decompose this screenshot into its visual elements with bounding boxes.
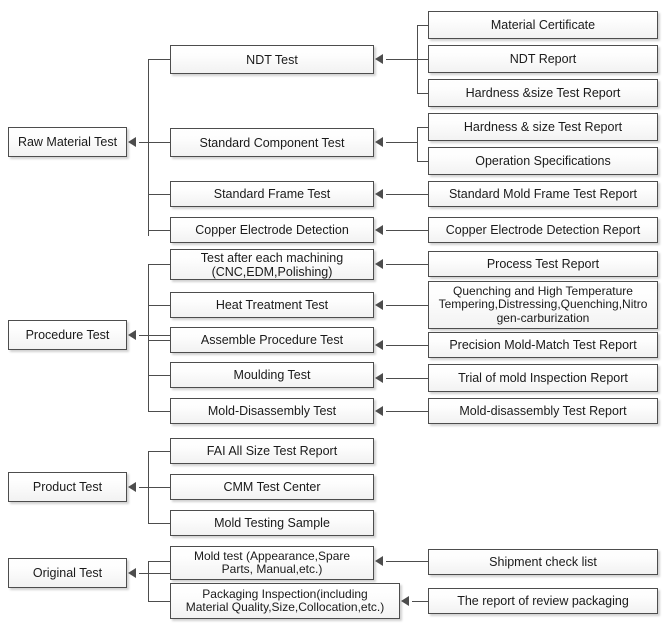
connector-product-branch-2 bbox=[148, 487, 170, 488]
node-mold-testing-sample[interactable]: Mold Testing Sample bbox=[170, 510, 374, 536]
node-trial-of-mold-inspection-report[interactable]: Trial of mold Inspection Report bbox=[428, 364, 658, 392]
node-standard-frame-test[interactable]: Standard Frame Test bbox=[170, 181, 374, 207]
arrowhead-ndt-test bbox=[375, 54, 383, 64]
arrowhead-heat-treatment-test bbox=[375, 300, 383, 310]
node-cmm-test-center[interactable]: CMM Test Center bbox=[170, 474, 374, 500]
connector-product-branch-1 bbox=[148, 451, 170, 452]
node-original-test[interactable]: Original Test bbox=[8, 558, 127, 588]
connector-procedure-stem bbox=[139, 335, 170, 336]
node-mold-test-appearance[interactable]: Mold test (Appearance,Spare Parts, Manua… bbox=[170, 546, 374, 580]
node-precision-mold-match-test-report[interactable]: Precision Mold-Match Test Report bbox=[428, 332, 658, 358]
node-operation-specifications[interactable]: Operation Specifications bbox=[428, 147, 658, 175]
node-process-test-report[interactable]: Process Test Report bbox=[428, 251, 658, 277]
arrowhead-standard-frame-test bbox=[375, 189, 383, 199]
node-material-certificate[interactable]: Material Certificate bbox=[428, 11, 658, 39]
connector-raw-branch-4 bbox=[148, 230, 170, 231]
arrowhead-product-test bbox=[128, 482, 136, 492]
connector-assemble-link bbox=[386, 345, 428, 346]
node-quenching-report[interactable]: Quenching and High Temperature Tempering… bbox=[428, 281, 658, 329]
connector-heat-link bbox=[386, 305, 428, 306]
arrowhead-assemble-procedure-test bbox=[375, 340, 383, 350]
connector-original-spine bbox=[148, 561, 149, 601]
node-procedure-test[interactable]: Procedure Test bbox=[8, 320, 127, 350]
connector-component-stem bbox=[386, 142, 418, 143]
node-heat-treatment-test[interactable]: Heat Treatment Test bbox=[170, 292, 374, 318]
node-ndt-report[interactable]: NDT Report bbox=[428, 45, 658, 73]
connector-shipment-link bbox=[386, 561, 428, 562]
arrowhead-original-test bbox=[128, 568, 136, 578]
node-ndt-test[interactable]: NDT Test bbox=[170, 45, 374, 74]
connector-raw-branch-1 bbox=[148, 59, 170, 60]
arrowhead-procedure-test bbox=[128, 330, 136, 340]
node-copper-electrode-detection[interactable]: Copper Electrode Detection bbox=[170, 217, 374, 243]
connector-procedure-branch-5 bbox=[148, 411, 170, 412]
connector-procedure-branch-3 bbox=[148, 340, 170, 341]
node-mold-disassembly-test[interactable]: Mold-Disassembly Test bbox=[170, 398, 374, 424]
node-raw-material-test[interactable]: Raw Material Test bbox=[8, 127, 127, 157]
connector-component-spine bbox=[417, 127, 418, 161]
connector-packaging-link bbox=[412, 601, 428, 602]
node-standard-mold-frame-test-report[interactable]: Standard Mold Frame Test Report bbox=[428, 181, 658, 207]
connector-ndt-stem bbox=[386, 59, 418, 60]
connector-ndt-branch-3 bbox=[417, 93, 428, 94]
node-copper-electrode-detection-report[interactable]: Copper Electrode Detection Report bbox=[428, 217, 658, 243]
connector-copper-link bbox=[386, 230, 428, 231]
connector-procedure-spine bbox=[148, 264, 149, 411]
node-standard-component-test[interactable]: Standard Component Test bbox=[170, 128, 374, 157]
connector-raw-branch-3 bbox=[148, 194, 170, 195]
node-mold-disassembly-test-report[interactable]: Mold-disassembly Test Report bbox=[428, 398, 658, 424]
node-assemble-procedure-test[interactable]: Assemble Procedure Test bbox=[170, 327, 374, 353]
connector-procedure-branch-4 bbox=[148, 375, 170, 376]
node-test-after-each-machining[interactable]: Test after each machining (CNC,EDM,Polis… bbox=[170, 249, 374, 280]
arrowhead-standard-component-test bbox=[375, 137, 383, 147]
arrowhead-raw-material-test bbox=[128, 137, 136, 147]
node-hardness-size-test-report-1[interactable]: Hardness &size Test Report bbox=[428, 79, 658, 107]
connector-ndt-branch-1 bbox=[417, 25, 428, 26]
arrowhead-moulding-test bbox=[375, 373, 383, 383]
arrowhead-packaging-inspection bbox=[401, 596, 409, 606]
connector-frame-link bbox=[386, 194, 428, 195]
connector-original-stem bbox=[139, 573, 170, 574]
connector-disassembly-link bbox=[386, 411, 428, 412]
connector-ndt-branch-2 bbox=[417, 59, 428, 60]
connector-component-branch-2 bbox=[417, 161, 428, 162]
node-product-test[interactable]: Product Test bbox=[8, 472, 127, 502]
node-report-of-review-packaging[interactable]: The report of review packaging bbox=[428, 588, 658, 614]
connector-product-branch-3 bbox=[148, 523, 170, 524]
arrowhead-test-after-each-machining bbox=[375, 259, 383, 269]
node-shipment-check-list[interactable]: Shipment check list bbox=[428, 549, 658, 575]
connector-moulding-link bbox=[386, 378, 428, 379]
connector-raw-branch-2 bbox=[148, 142, 170, 143]
node-moulding-test[interactable]: Moulding Test bbox=[170, 362, 374, 388]
connector-procedure-branch-2 bbox=[148, 305, 170, 306]
connector-original-branch-2 bbox=[148, 601, 170, 602]
node-fai-all-size-test-report[interactable]: FAI All Size Test Report bbox=[170, 438, 374, 464]
node-packaging-inspection[interactable]: Packaging Inspection(including Material … bbox=[170, 583, 400, 619]
connector-raw-spine bbox=[148, 59, 149, 236]
arrowhead-mold-test-appearance bbox=[375, 556, 383, 566]
arrowhead-mold-disassembly-test bbox=[375, 406, 383, 416]
arrowhead-copper-electrode-detection bbox=[375, 225, 383, 235]
node-hardness-size-test-report-2[interactable]: Hardness & size Test Report bbox=[428, 113, 658, 141]
connector-machining-link bbox=[386, 264, 428, 265]
connector-procedure-branch-1 bbox=[148, 264, 170, 265]
connector-component-branch-1 bbox=[417, 127, 428, 128]
connector-original-branch-1 bbox=[148, 561, 170, 562]
